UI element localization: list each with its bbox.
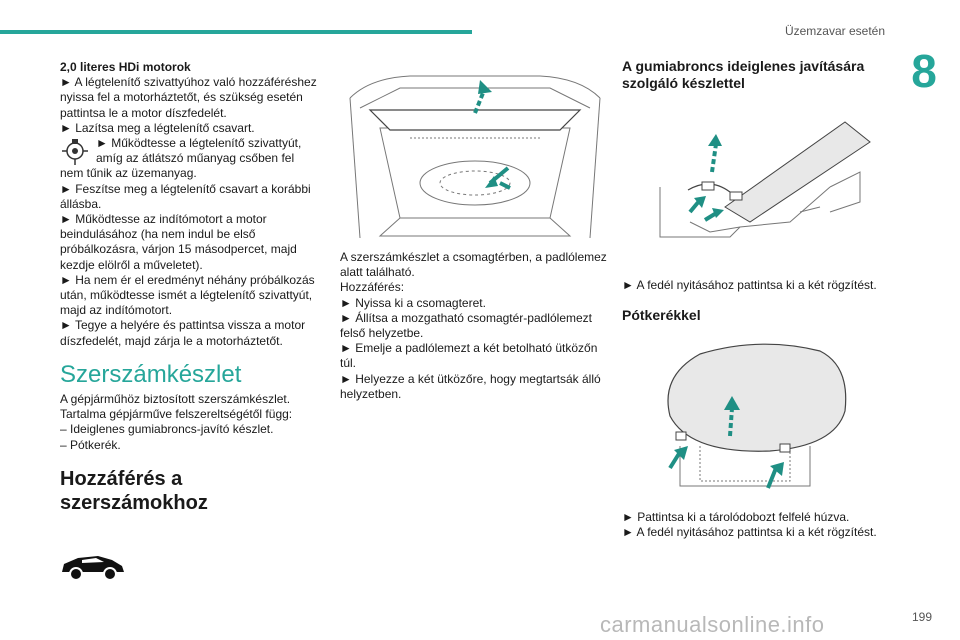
paragraph: ► A légtelenítő szivattyúhoz való hozzáf… [60, 75, 317, 120]
pump-icon [62, 139, 88, 166]
column-3-body: ► A fedél nyitásához pattintsa ki a két … [622, 278, 902, 324]
page-number: 199 [911, 610, 932, 624]
column-2: A szerszámkészlet a csomagtérben, a padl… [340, 250, 610, 402]
paragraph: ► Tegye a helyére és pattintsa vissza a … [60, 318, 306, 348]
paragraph: ► A fedél nyitásához pattintsa ki a két … [622, 278, 877, 292]
engine-subhead: 2,0 literes HDi motorok [60, 60, 191, 74]
paragraph: ► Állítsa a mozgatható csomagtér-padlóle… [340, 310, 592, 341]
column-3-footer: ► Pattintsa ki a tárolódobozt felfelé hú… [622, 510, 902, 540]
list-item: – Pótkerék. [60, 437, 121, 452]
paragraph: ► Emelje a padlólemezt a két betolható ü… [340, 341, 598, 371]
repair-kit-title-line1: A gumiabroncs ideiglenes javítására [622, 58, 865, 74]
paragraph: amíg az átlátszó műanyag csőben fel [96, 151, 295, 166]
repair-kit-illustration [659, 121, 871, 238]
car-suv-icon [62, 556, 124, 581]
paragraph: ► Feszítse meg a légtelenítő csavart a k… [60, 181, 311, 211]
paragraph: Tartalma gépjárműve felszereltségétől fü… [60, 407, 293, 422]
header-title: Üzemzavar esetén [784, 24, 885, 38]
chapter-number: 8 [911, 45, 937, 97]
paragraph: ► A fedél nyitásához pattintsa ki a két … [622, 525, 877, 540]
header-accent-bar [0, 30, 472, 34]
spare-wheel-illustration [667, 343, 847, 489]
watermark: carmanualsonline.info [600, 612, 825, 637]
paragraph: ► Működtesse a légtelenítő szivattyút, [96, 136, 302, 151]
paragraph: ► Működtesse az indítómotort a motor bei… [60, 212, 297, 272]
access-title-line1: Hozzáférés a [60, 467, 183, 490]
paragraph: ► Helyezze a két ütközőre, hogy megtarts… [340, 371, 601, 401]
paragraph: nem tűnik az üzemanyag. [60, 166, 197, 181]
column-3-title: A gumiabroncs ideiglenes javítására szol… [622, 58, 902, 92]
paragraph: A szerszámkészlet a csomagtérben, a padl… [340, 250, 607, 280]
spare-wheel-title: Pótkerékkel [622, 307, 701, 324]
paragraph: A gépjárműhöz biztosított szerszámkészle… [60, 392, 291, 407]
pump-step: ► Működtesse a légtelenítő szivattyút, a… [60, 136, 330, 166]
paragraph: Hozzáférés: [340, 280, 405, 295]
column-1: 2,0 literes HDi motorok ► A légtelenítő … [60, 60, 330, 515]
repair-kit-title-line2: szolgáló készlettel [622, 75, 745, 91]
paragraph: ► Lazítsa meg a légtelenítő csavart. [60, 120, 255, 135]
section-title: Szerszámkészlet [60, 360, 242, 388]
access-title-line2: szerszámokhoz [60, 491, 208, 514]
list-item: – Ideiglenes gumiabroncs-javító készlet. [60, 422, 274, 437]
paragraph: ► Ha nem ér el eredményt néhány próbálko… [60, 272, 315, 318]
paragraph: ► Nyissa ki a csomagteret. [340, 295, 486, 310]
boot-floor-illustration [349, 75, 601, 239]
paragraph: ► Pattintsa ki a tárolódobozt felfelé hú… [622, 510, 850, 524]
